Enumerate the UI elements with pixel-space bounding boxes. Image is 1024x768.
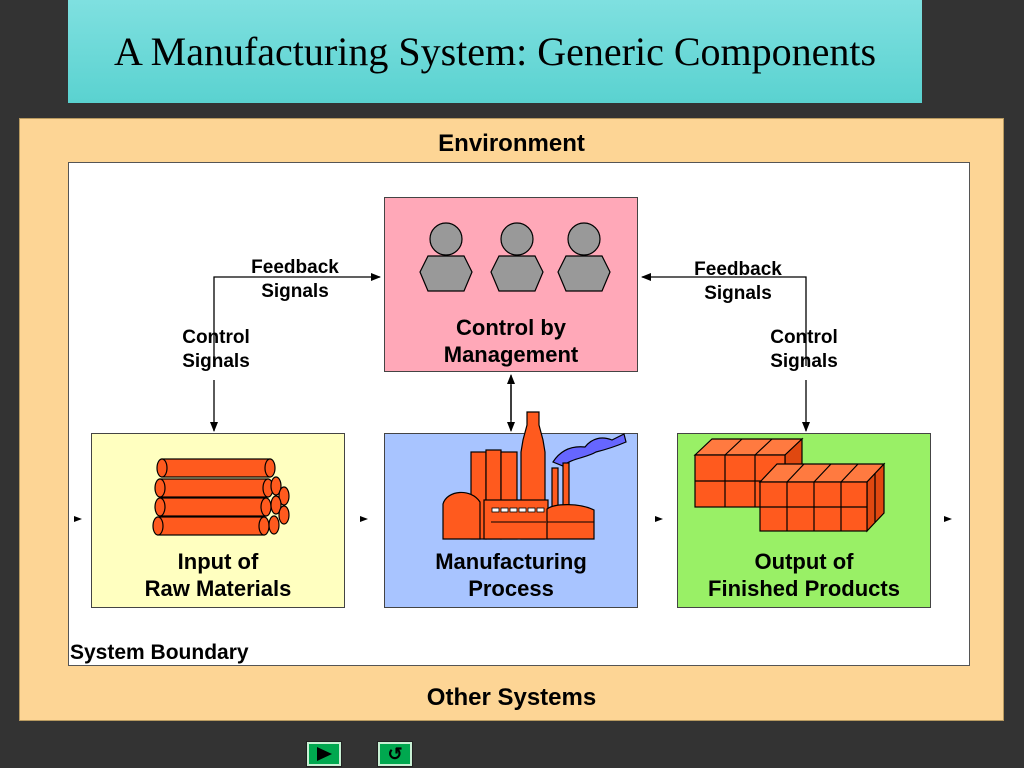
input-box: Input of Raw Materials [91, 433, 345, 608]
flow-arrowheads [74, 516, 952, 522]
system-boundary-label: System Boundary [70, 641, 249, 664]
title-bar: A Manufacturing System: Generic Componen… [68, 0, 922, 103]
right-signal-connector [641, 273, 810, 432]
next-slide-button[interactable] [306, 741, 342, 767]
environment-label: Environment [438, 130, 585, 157]
return-button[interactable]: ↺ [377, 741, 413, 767]
input-box-label: Input of Raw Materials [144, 549, 292, 601]
other-systems-label: Other Systems [426, 684, 597, 711]
play-triangle-icon [317, 747, 332, 761]
process-box-label: Manufacturing Process [435, 549, 587, 601]
people-icon [419, 222, 611, 292]
return-arrow-icon: ↺ [387, 743, 403, 764]
feedback-signals-right-label: Feedback Signals [694, 259, 782, 304]
control-signals-right-label: Control Signals [770, 327, 838, 372]
control-signals-left-label: Control Signals [182, 327, 250, 372]
feedback-signals-left-label: Feedback Signals [251, 257, 339, 302]
output-box-label: Output of Finished Products [708, 549, 900, 601]
slide-title: A Manufacturing System: Generic Componen… [113, 29, 877, 74]
crates-icon [693, 437, 886, 533]
control-box-label: Control by Management [443, 315, 579, 367]
left-signal-connector [210, 273, 381, 432]
factory-icon [442, 411, 627, 540]
log-pile-icon [152, 458, 290, 536]
